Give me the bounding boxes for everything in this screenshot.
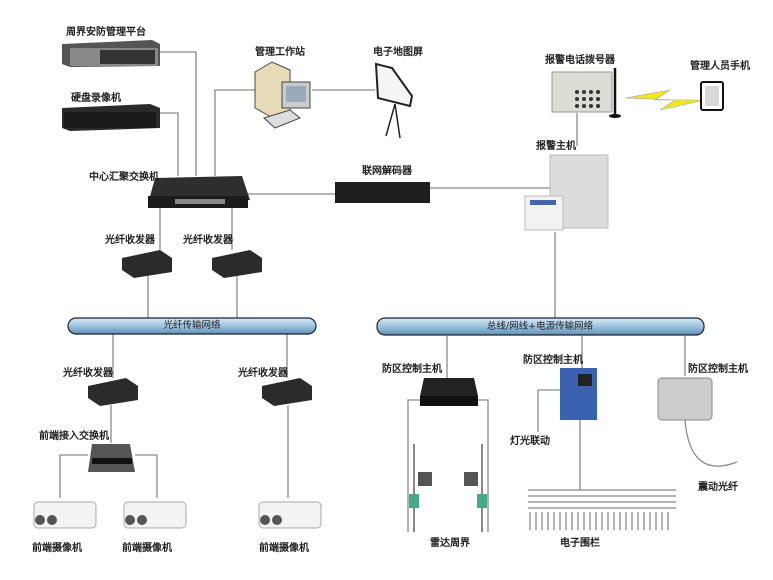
bus-network-pipe xyxy=(376,317,705,336)
label-zone-controller: 防区控制主机 xyxy=(688,364,748,375)
label-zone-controller: 防区控制主机 xyxy=(523,355,583,366)
label-phone: 管理人员手机 xyxy=(690,61,750,72)
zone-controller-fence-icon xyxy=(560,368,597,420)
label-transceiver: 光纤收发器 xyxy=(105,235,155,246)
fiber-transceiver-icon xyxy=(88,250,312,406)
label-light-link: 灯光联动 xyxy=(510,436,550,447)
label-workstation: 管理工作站 xyxy=(255,47,305,58)
label-camera: 前端摄像机 xyxy=(259,543,309,554)
label-vibration-fiber: 震动光纤 xyxy=(698,482,738,493)
zone-controller-radar-icon xyxy=(420,378,478,406)
label-bus-network: 总线/网线+电源传输网络 xyxy=(486,321,594,332)
label-decoder: 联网解码器 xyxy=(362,166,412,177)
label-camera: 前端摄像机 xyxy=(122,543,172,554)
label-dialer: 报警电话拨号器 xyxy=(545,55,615,66)
wireless-lightning-icon xyxy=(624,89,706,111)
electronic-fence-icon xyxy=(528,489,676,530)
label-zone-controller: 防区控制主机 xyxy=(382,364,442,375)
dvr-icon xyxy=(62,104,160,131)
label-access-switch: 前端接入交换机 xyxy=(39,431,109,442)
label-dvr: 硬盘录像机 xyxy=(71,93,121,104)
platform-server-icon xyxy=(62,40,160,67)
label-transceiver: 光纤收发器 xyxy=(63,368,113,379)
workstation-icon xyxy=(254,61,311,129)
mobile-phone-icon xyxy=(700,81,724,111)
connection-lines xyxy=(59,51,738,532)
access-switch-icon xyxy=(88,444,135,472)
label-core-switch: 中心汇聚交换机 xyxy=(89,172,159,183)
map-screen-icon xyxy=(374,62,414,139)
zone-controller-fiber-icon xyxy=(657,377,713,421)
label-alarm-host: 报警主机 xyxy=(536,141,576,152)
alarm-host-icon xyxy=(524,154,609,231)
label-map-screen: 电子地图屏 xyxy=(373,47,423,58)
label-transceiver: 光纤收发器 xyxy=(183,235,233,246)
label-transceiver: 光纤收发器 xyxy=(238,368,288,379)
core-switch-icon xyxy=(148,176,250,208)
label-fiber-network: 光纤传输网络 xyxy=(163,320,221,331)
label-camera: 前端摄像机 xyxy=(32,543,82,554)
decoder-icon xyxy=(335,182,430,203)
label-fence: 电子围栏 xyxy=(560,538,600,549)
camera-icon xyxy=(33,501,322,529)
fiber-network-pipe xyxy=(67,317,317,335)
radar-pole-icon xyxy=(409,444,487,532)
label-platform: 周界安防管理平台 xyxy=(66,27,146,38)
label-radar: 雷达周界 xyxy=(430,538,470,549)
alarm-dialer-icon xyxy=(551,68,621,118)
